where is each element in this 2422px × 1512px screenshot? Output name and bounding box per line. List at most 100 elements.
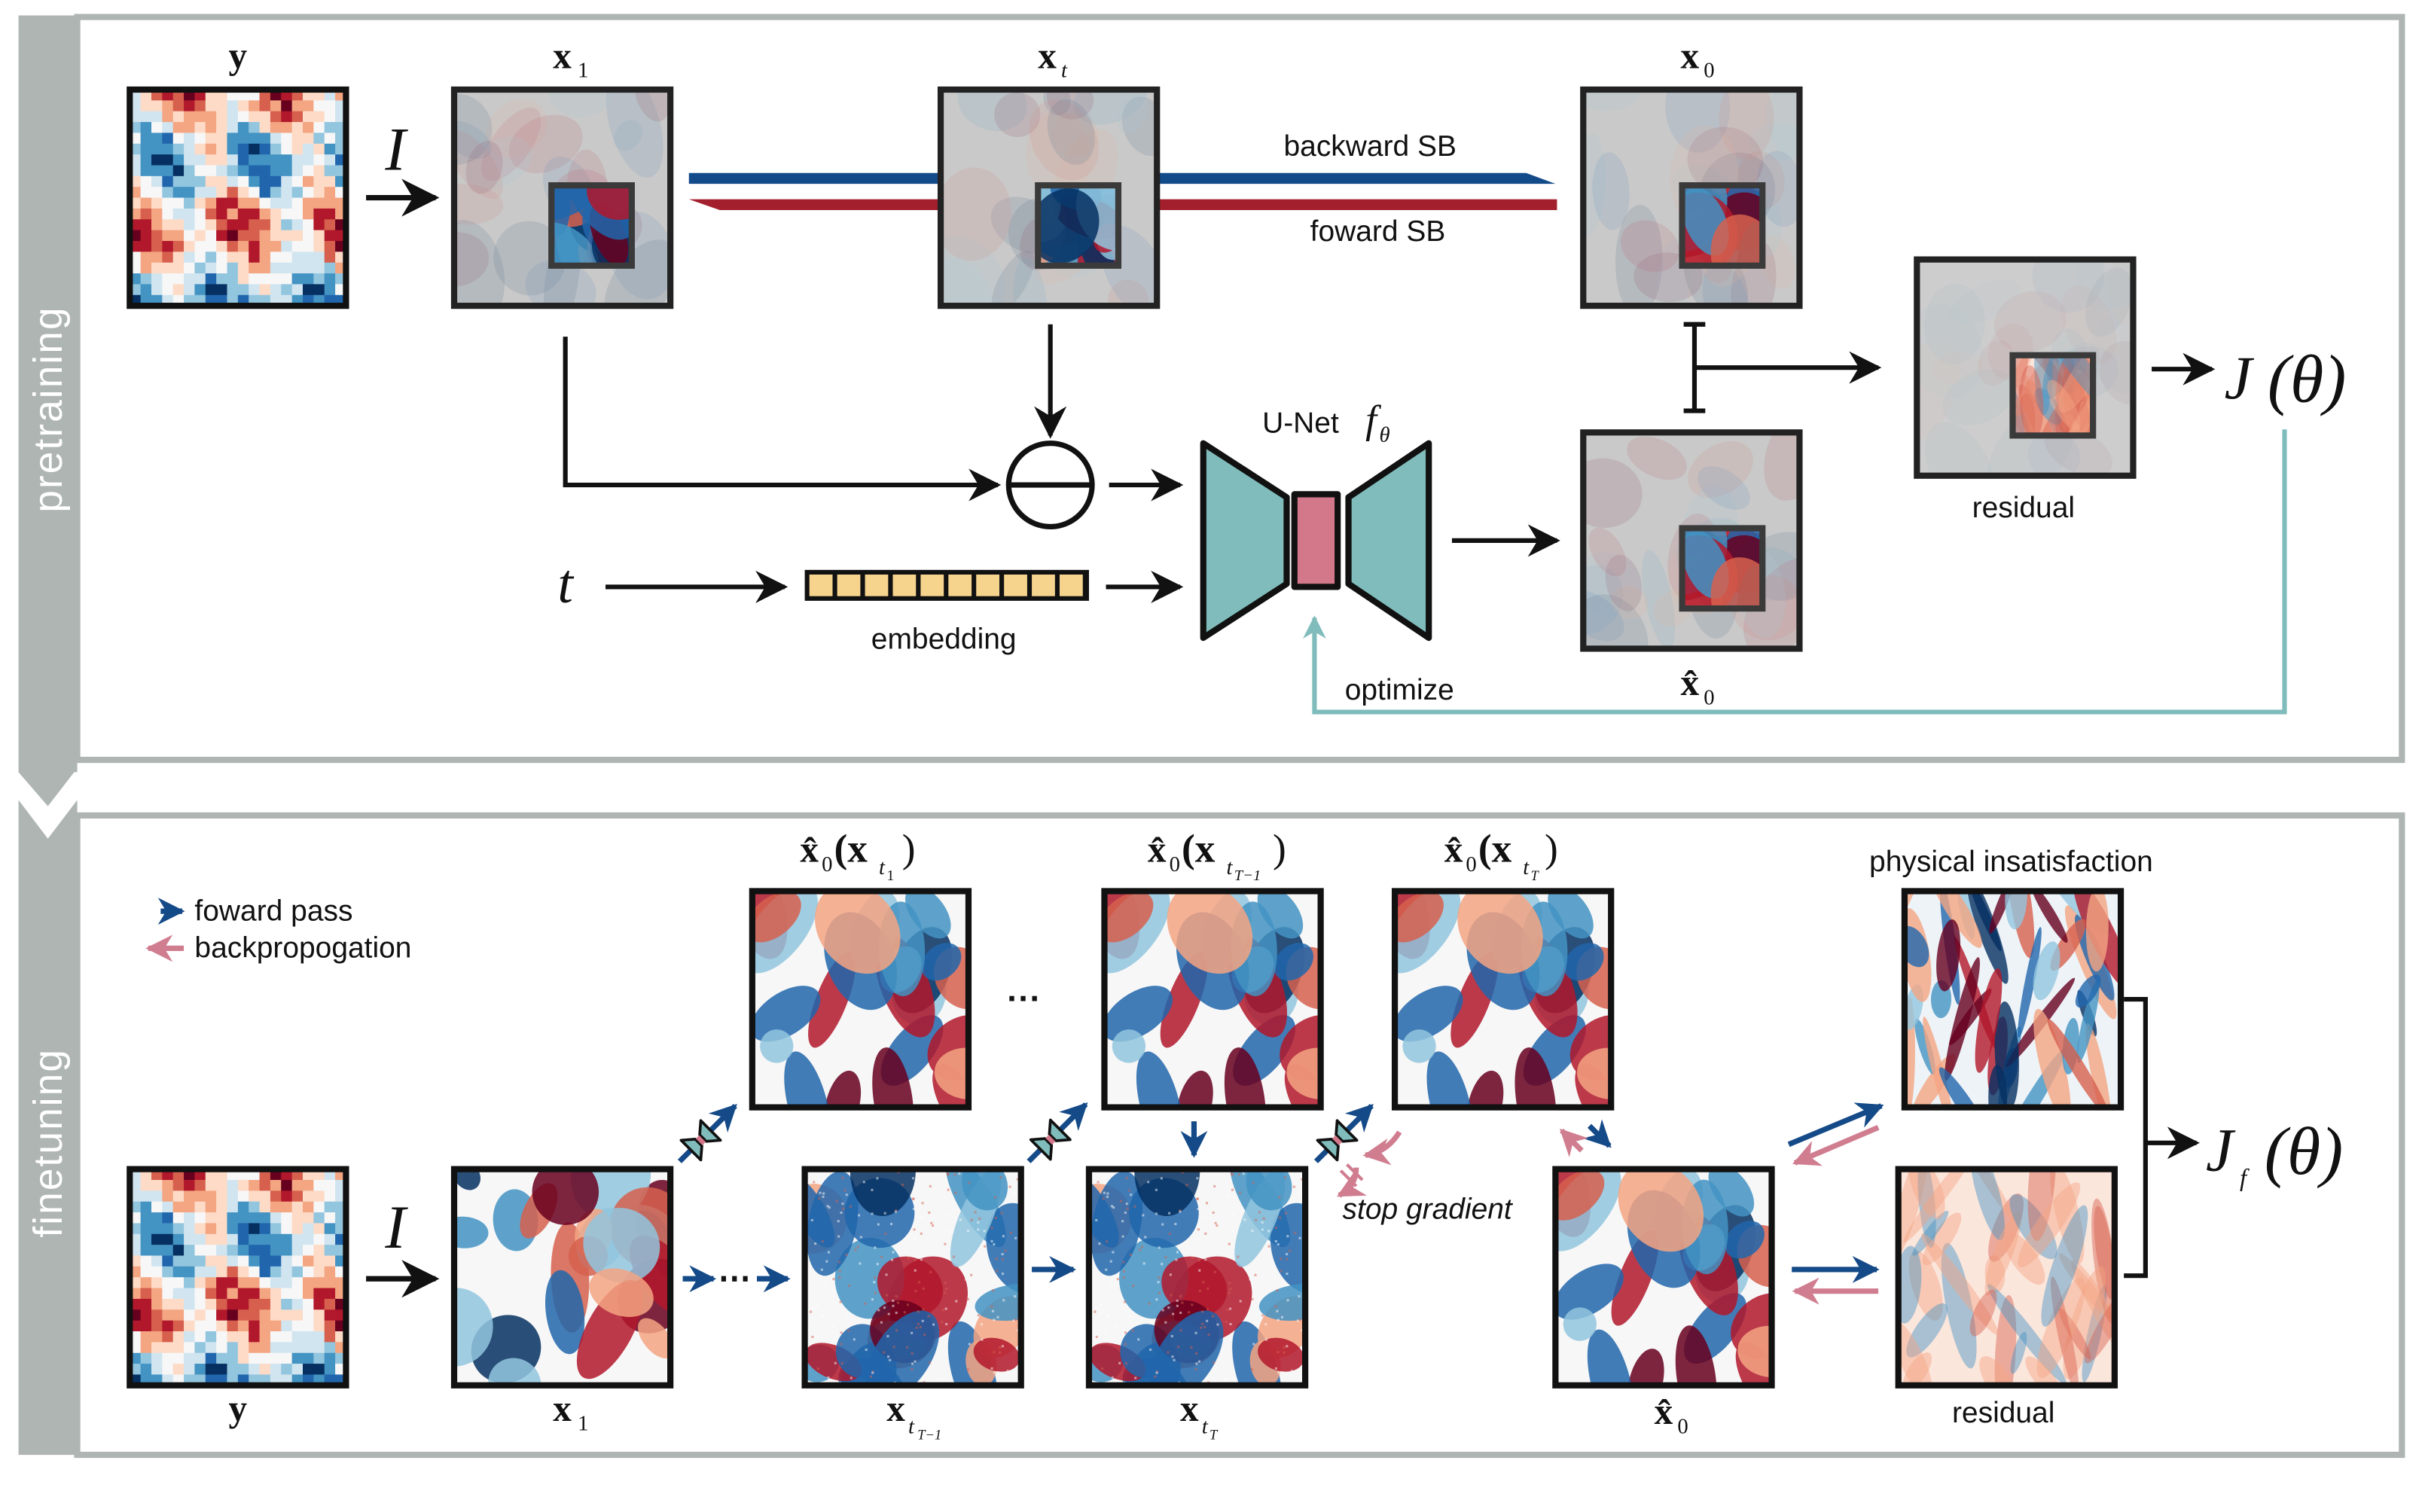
unet-encoder (1200, 440, 1290, 642)
svg-text:1: 1 (578, 1411, 588, 1435)
svg-text:0: 0 (1704, 685, 1714, 709)
svg-text:0: 0 (1466, 852, 1476, 876)
svg-text:): ) (902, 825, 916, 870)
svg-text:T: T (1531, 868, 1540, 883)
time-embedding-bar (804, 569, 1089, 601)
optimize-label: optimize (1345, 674, 1454, 706)
physical-insatisfaction-field (1901, 888, 2125, 1111)
svg-text:0: 0 (822, 852, 832, 876)
svg-text:x̂: x̂ (1681, 662, 1700, 703)
unet-step-icon-3 (1313, 1104, 1374, 1163)
x0-observed-window (1679, 182, 1766, 269)
finetuning-section-label: finetuning (26, 1048, 71, 1238)
label-xt-top: x t (1038, 35, 1068, 82)
svg-text:t: t (1523, 855, 1530, 879)
svg-text:t: t (1227, 855, 1234, 879)
x1-to-difference-arrow (563, 337, 1002, 501)
xt-gray-field (937, 86, 1161, 309)
pred3-to-x0hat-forward-arrow (1582, 1119, 1612, 1148)
legend: foward pass backpropogation (145, 895, 411, 965)
optimize-feedback-arrow (1303, 429, 2287, 715)
mini-unet-icon (1029, 1118, 1072, 1161)
loss-combination-bracket (2124, 996, 2200, 1279)
svg-text:x: x (553, 1388, 572, 1429)
label-x0-top: x 0 (1681, 35, 1715, 82)
svg-text:0: 0 (1170, 852, 1180, 876)
label-y-bottom: y (229, 1388, 248, 1429)
svg-text:t: t (908, 1414, 915, 1438)
embedding-cell (1060, 575, 1083, 596)
svg-text:t: t (879, 855, 886, 879)
stop-gradient-label: stop gradient (1343, 1193, 1514, 1225)
x-tT-field (1085, 1166, 1309, 1389)
backward-sb-label: backward SB (1284, 130, 1457, 163)
svg-text:x̂: x̂ (1444, 828, 1463, 870)
legend-item-forward: foward pass (157, 895, 352, 927)
embedding-cell (976, 575, 1000, 596)
embedding-cell (837, 575, 861, 596)
svg-text:(x: (x (834, 825, 868, 870)
svg-text:1: 1 (886, 867, 894, 884)
pretraining-section-label: pretraining (26, 306, 71, 512)
svg-text:(θ): (θ) (2268, 341, 2346, 416)
unet-label: U-Net f θ (1262, 396, 1390, 447)
x0hat-to-pred3-backprop-arrow (1560, 1128, 1589, 1157)
x0hat-gray-field (1580, 429, 1803, 652)
embedding-cell (1032, 575, 1055, 596)
residual-field-bottom (1895, 1166, 2118, 1389)
finetuning-side-band (18, 800, 78, 1456)
prediction-x0-from-xtT (1391, 888, 1615, 1111)
embedding-cell (892, 575, 917, 596)
objective-Jf-theta: J f (θ) (2206, 1114, 2343, 1192)
xt-observed-window (1035, 182, 1122, 269)
difference-operator-icon (1005, 440, 1095, 530)
x0-gray-field (1580, 86, 1803, 309)
svg-text:backpropogation: backpropogation (194, 932, 411, 965)
svg-text:): ) (1273, 825, 1286, 870)
residual-label-top: residual (1972, 492, 2075, 524)
mini-unet-icon (1316, 1119, 1359, 1162)
x1-gray-field (450, 86, 674, 309)
stop-gradient-arrows (1337, 1130, 1402, 1198)
svg-text:T: T (1209, 1428, 1219, 1443)
embedding-cell (865, 575, 889, 596)
x-tT-minus-1-field (801, 1166, 1024, 1389)
pretraining-side-band (18, 15, 78, 806)
svg-text:T−1: T−1 (1234, 867, 1261, 884)
physical-insatisfaction-label: physical insatisfaction (1869, 846, 2153, 878)
svg-text:T−1: T−1 (917, 1428, 941, 1443)
svg-text:0: 0 (1677, 1414, 1688, 1438)
x0hat-observed-window (1679, 525, 1766, 612)
svg-text:(x: (x (1478, 825, 1512, 870)
svg-text:x̂: x̂ (1148, 828, 1167, 870)
svg-text:θ: θ (1380, 423, 1390, 447)
observation-y-heatmap (127, 86, 349, 309)
objective-J-theta: J (θ) (2224, 341, 2346, 416)
embedding-cell (948, 575, 972, 596)
residual-observed-window (2009, 352, 2097, 439)
svg-text:J: J (2224, 343, 2254, 412)
label-x0hat-bottom: x̂ 0 (1655, 1391, 1688, 1438)
x0hat-field-bottom (1552, 1166, 1775, 1389)
time-symbol-t: t (557, 553, 574, 614)
embedding-cell (1004, 575, 1027, 596)
interpolation-operator-symbol: I (384, 115, 408, 184)
unet-bottleneck (1291, 491, 1341, 590)
x1-observed-window (548, 182, 635, 269)
comparison-bracket (1683, 322, 1882, 413)
prediction-x0-from-xtT-minus-1 (1101, 888, 1324, 1111)
physics-to-x0hat-backprop-arrow (1792, 1124, 1880, 1166)
observation-y-bottom (127, 1166, 349, 1389)
label-x0hat-top: x̂ 0 (1681, 662, 1715, 709)
residual-label-bottom: residual (1952, 1397, 2054, 1429)
unet-model (1200, 440, 1432, 642)
unet-step-icon-1 (677, 1104, 737, 1163)
embedding-cell (809, 575, 833, 596)
stop-gradient-break-icon (1339, 1169, 1358, 1187)
x0hat-to-physics-forward-arrow (1787, 1102, 1884, 1148)
label-pred2: x̂ 0 (x t T−1 ) (1148, 825, 1286, 884)
unet-decoder (1345, 440, 1432, 642)
label-x-tT: x t T (1180, 1388, 1219, 1443)
ellipsis: ··· (1007, 979, 1041, 1017)
